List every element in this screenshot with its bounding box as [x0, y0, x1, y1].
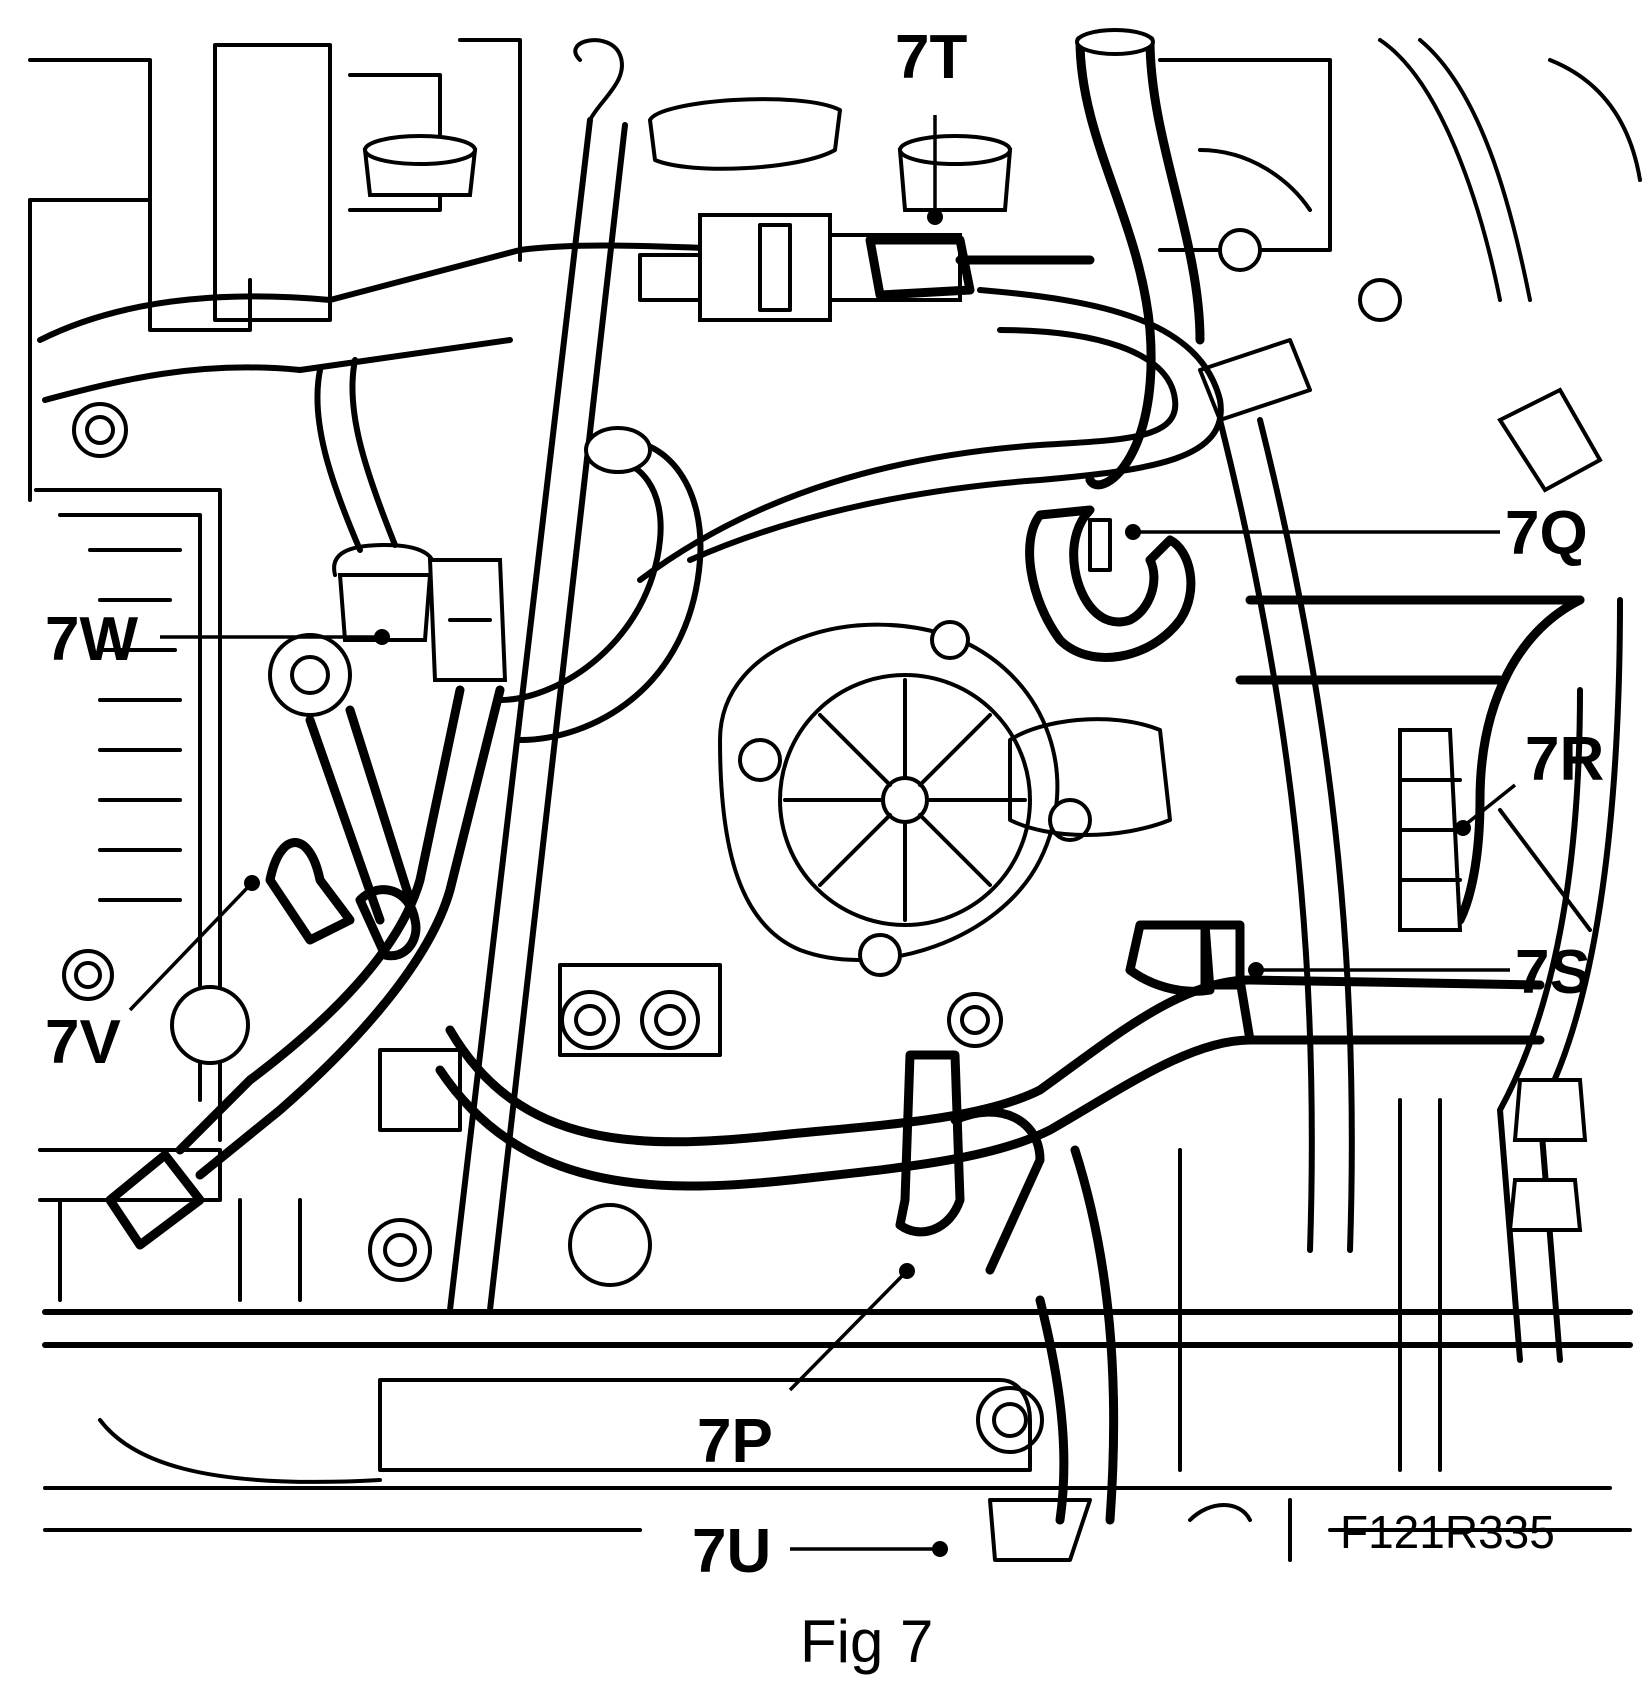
- callout-label-7S: 7S: [1515, 938, 1591, 1007]
- callout-7Q: 7Q: [1125, 499, 1588, 568]
- callout-7W: 7W: [45, 605, 390, 674]
- callout-label-7U: 7U: [692, 1517, 771, 1586]
- callout-label-7V: 7V: [45, 1008, 121, 1077]
- callout-7R: 7R: [1455, 725, 1604, 836]
- callout-7U: 7U: [692, 1517, 948, 1586]
- callout-label-7T: 7T: [895, 23, 967, 92]
- callout-7S: 7S: [1248, 938, 1591, 1007]
- figure-caption: Fig 7: [800, 1608, 933, 1675]
- callout-7P: 7P: [697, 1263, 915, 1476]
- figure-code: F121R335: [1340, 1506, 1555, 1558]
- callout-label-7W: 7W: [45, 605, 138, 674]
- engine-line-art: [28, 28, 1642, 1562]
- callout-7V: 7V: [45, 875, 260, 1077]
- callout-label-7R: 7R: [1525, 725, 1604, 794]
- callout-label-7Q: 7Q: [1505, 499, 1588, 568]
- callout-7T: 7T: [895, 23, 967, 225]
- callout-label-7P: 7P: [697, 1407, 773, 1476]
